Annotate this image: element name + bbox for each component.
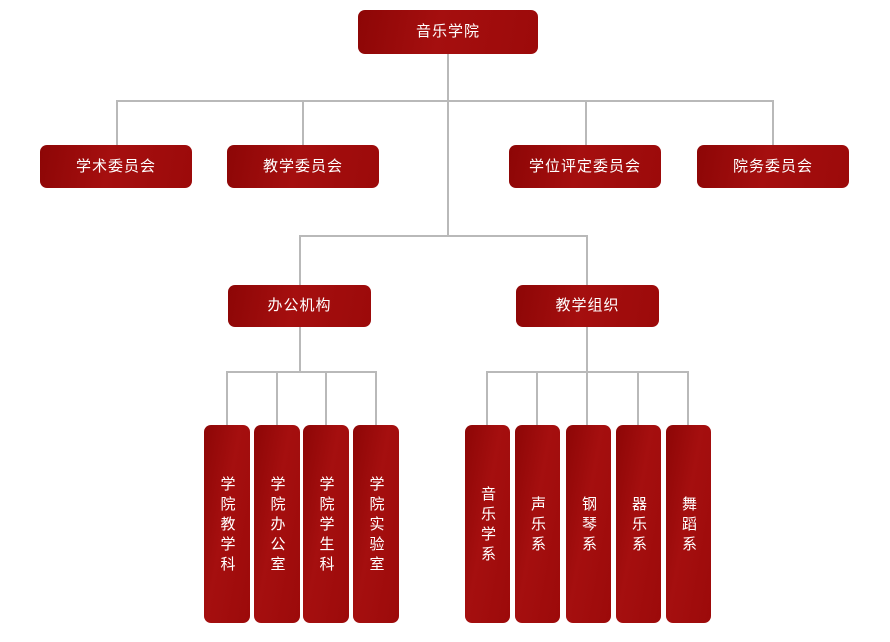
- node-label: 教学组织: [555, 297, 620, 314]
- connector-drop-department-1: [486, 371, 488, 425]
- node-root-music-college[interactable]: 音乐学院: [358, 10, 538, 54]
- node-dance-department[interactable]: 舞蹈系: [666, 425, 711, 623]
- node-label: 办公机构: [267, 297, 332, 314]
- node-teaching-committee[interactable]: 教学委员会: [227, 145, 379, 188]
- connector-drop-department-3: [586, 371, 588, 425]
- node-label: 学院实验室: [367, 476, 385, 576]
- node-piano-department[interactable]: 钢琴系: [566, 425, 611, 623]
- node-label: 器乐系: [630, 496, 647, 556]
- node-college-laboratory[interactable]: 学院实验室: [353, 425, 399, 623]
- connector-drop-division-1: [299, 235, 301, 285]
- connector-level2-bus: [117, 100, 773, 102]
- connector-office-stem: [299, 327, 301, 372]
- connector-drop-division-2: [586, 235, 588, 285]
- node-instrumental-music-department[interactable]: 器乐系: [616, 425, 661, 623]
- node-academic-committee[interactable]: 学术委员会: [40, 145, 192, 188]
- node-label: 教学委员会: [262, 157, 343, 175]
- node-label: 舞蹈系: [680, 496, 697, 556]
- node-label: 学术委员会: [75, 157, 156, 175]
- node-label: 学位评定委员会: [528, 157, 641, 175]
- node-teaching-organization[interactable]: 教学组织: [516, 285, 659, 327]
- node-label: 钢琴系: [580, 496, 597, 556]
- connector-center-spine: [447, 100, 449, 236]
- node-vocal-music-department[interactable]: 声乐系: [515, 425, 560, 623]
- node-college-office[interactable]: 学院办公室: [254, 425, 300, 623]
- connector-drop-office-unit-2: [276, 371, 278, 425]
- connector-level3-bus: [300, 235, 588, 237]
- connector-drop-committee-1: [116, 100, 118, 145]
- node-label: 院务委员会: [732, 157, 813, 175]
- node-label: 音乐学系: [479, 486, 496, 566]
- connector-drop-office-unit-4: [375, 371, 377, 425]
- connector-drop-department-5: [687, 371, 689, 425]
- connector-drop-committee-4: [772, 100, 774, 145]
- connector-drop-office-unit-3: [325, 371, 327, 425]
- node-office-organization[interactable]: 办公机构: [228, 285, 371, 327]
- connector-drop-office-unit-1: [226, 371, 228, 425]
- node-college-affairs-committee[interactable]: 院务委员会: [697, 145, 849, 188]
- connector-office-bus: [226, 371, 376, 373]
- connector-drop-department-4: [637, 371, 639, 425]
- connector-teaching-stem: [586, 327, 588, 372]
- node-label: 学院办公室: [268, 476, 286, 576]
- node-college-teaching-section[interactable]: 学院教学科: [204, 425, 250, 623]
- connector-drop-committee-2: [302, 100, 304, 145]
- node-label: 音乐学院: [415, 23, 480, 40]
- connector-root-stem: [447, 54, 449, 100]
- connector-drop-department-2: [536, 371, 538, 425]
- node-label: 学院学生科: [317, 476, 335, 576]
- node-college-student-affairs-section[interactable]: 学院学生科: [303, 425, 349, 623]
- node-label: 声乐系: [529, 496, 546, 556]
- node-label: 学院教学科: [218, 476, 236, 576]
- node-musicology-department[interactable]: 音乐学系: [465, 425, 510, 623]
- node-degree-evaluation-committee[interactable]: 学位评定委员会: [509, 145, 661, 188]
- connector-drop-committee-3: [585, 100, 587, 145]
